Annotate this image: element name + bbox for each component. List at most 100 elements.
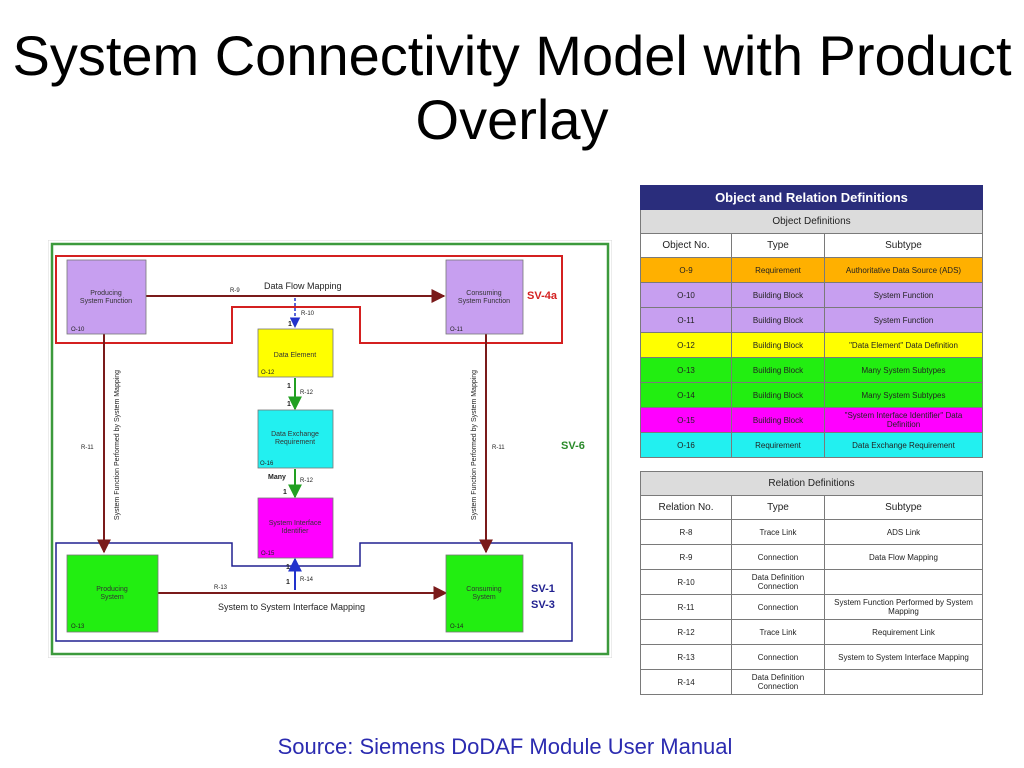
object-cell-no: O-12 — [640, 332, 732, 358]
object-cell-subtype: Data Exchange Requirement — [824, 432, 983, 458]
r12-upper-mult-top: 1 — [287, 383, 291, 390]
r10-multiplicity: 1 — [288, 321, 292, 328]
relation-table-header: Relation No. Type Subtype — [640, 495, 983, 520]
object-cell-no: O-16 — [640, 432, 732, 458]
object-cell-type: Building Block — [731, 382, 825, 408]
col-rel-type: Type — [731, 495, 825, 520]
sv3-label: SV-3 — [531, 599, 555, 611]
definitions-tables: Object and Relation Definitions Object D… — [640, 185, 983, 695]
sv6-label: SV-6 — [561, 440, 585, 452]
r12-lower-mult-bottom: 1 — [283, 489, 287, 496]
consuming-system-function-block: Consuming System Function O-11 — [445, 259, 524, 335]
producing-system-block: Producing System O-13 — [66, 554, 159, 633]
sv6-boundary — [50, 242, 610, 656]
object-definitions-table: Object and Relation Definitions Object D… — [640, 185, 983, 458]
col-subtype: Subtype — [824, 233, 983, 258]
relation-cell-no: R-10 — [640, 569, 732, 595]
relation-cell-subtype: Data Flow Mapping — [824, 544, 983, 570]
source-caption: Source: Siemens DoDAF Module User Manual — [277, 734, 733, 759]
relation-cell-no: R-9 — [640, 544, 732, 570]
r10-label: R-10 — [301, 311, 315, 317]
r11-right-label: R-11 — [492, 445, 505, 451]
relation-definitions-heading: Relation Definitions — [640, 471, 983, 496]
producing-system-function-block: Producing System Function O-10 — [66, 259, 147, 335]
object-cell-subtype: Authoritative Data Source (ADS) — [824, 257, 983, 283]
r13-label: R-13 — [214, 585, 228, 591]
r9-label: R-9 — [230, 288, 240, 294]
col-object-no: Object No. — [640, 233, 732, 258]
connectivity-diagram: Producing System Function O-10 Consuming… — [48, 240, 612, 658]
object-cell-no: O-9 — [640, 257, 732, 283]
sv4a-label: SV-4a — [527, 290, 558, 302]
relation-cell-type: Trace Link — [731, 619, 825, 645]
data-element-block: Data Element O-12 — [257, 328, 334, 378]
object-cell-type: Building Block — [731, 282, 825, 308]
data-exchange-requirement-block: Data Exchange Requirement O-16 — [257, 409, 334, 469]
object-cell-type: Building Block — [731, 407, 825, 433]
block-id-o12: O-12 — [261, 370, 275, 376]
svg-text:System: System — [100, 594, 124, 601]
object-cell-type: Building Block — [731, 307, 825, 333]
right-vertical-mapping-label: System Function Performed by System Mapp… — [471, 370, 478, 520]
object-cell-subtype: System Function — [824, 282, 983, 308]
relation-cell-type: Trace Link — [731, 519, 825, 545]
relation-cell-subtype: System Function Performed by System Mapp… — [824, 594, 983, 620]
object-cell-no: O-14 — [640, 382, 732, 408]
block-id-o16: O-16 — [260, 461, 274, 467]
relation-cell-no: R-11 — [640, 594, 732, 620]
svg-text:Requirement: Requirement — [275, 439, 315, 446]
object-cell-no: O-15 — [640, 407, 732, 433]
relation-cell-no: R-8 — [640, 519, 732, 545]
r12-upper-mult-bottom: 1 — [287, 401, 291, 408]
relation-cell-subtype: System to System Interface Mapping — [824, 644, 983, 670]
object-cell-type: Building Block — [731, 357, 825, 383]
relation-cell-no: R-13 — [640, 644, 732, 670]
object-cell-no: O-13 — [640, 357, 732, 383]
left-vertical-mapping-label: System Function Performed by System Mapp… — [114, 370, 121, 520]
svg-text:System Function: System Function — [80, 298, 132, 305]
block-id-o15: O-15 — [261, 551, 275, 557]
relation-cell-subtype — [824, 569, 983, 595]
svg-text:System Function: System Function — [458, 298, 510, 305]
object-cell-subtype: "System Interface Identifier" Data Defin… — [824, 407, 983, 433]
relation-cell-no: R-14 — [640, 669, 732, 695]
object-cell-type: Requirement — [731, 432, 825, 458]
col-rel-subtype: Subtype — [824, 495, 983, 520]
svg-text:Data Exchange: Data Exchange — [271, 431, 319, 438]
block-id-o13: O-13 — [71, 624, 85, 630]
block-id-o14: O-14 — [450, 624, 464, 630]
data-flow-mapping-label: Data Flow Mapping — [264, 281, 342, 291]
sv1-label: SV-1 — [531, 583, 555, 595]
relation-cell-type: Connection — [731, 644, 825, 670]
svg-text:Producing: Producing — [90, 290, 122, 297]
block-id-o11: O-11 — [450, 327, 464, 333]
svg-text:System Interface: System Interface — [269, 520, 322, 527]
r14-mult-bottom: 1 — [286, 579, 290, 586]
object-cell-subtype: System Function — [824, 307, 983, 333]
block-id-o10: O-10 — [71, 327, 85, 333]
relation-cell-subtype: ADS Link — [824, 519, 983, 545]
object-cell-type: Building Block — [731, 332, 825, 358]
relation-cell-type: Connection — [731, 544, 825, 570]
relation-cell-no: R-12 — [640, 619, 732, 645]
col-type: Type — [731, 233, 825, 258]
object-cell-subtype: "Data Element" Data Definition — [824, 332, 983, 358]
sv1-boundary — [55, 542, 573, 642]
r12-lower-mult-top: Many — [268, 474, 286, 481]
consuming-system-block: Consuming System O-14 — [445, 554, 524, 633]
r12-upper-label: R-12 — [300, 390, 314, 396]
svg-text:Producing: Producing — [96, 586, 128, 593]
